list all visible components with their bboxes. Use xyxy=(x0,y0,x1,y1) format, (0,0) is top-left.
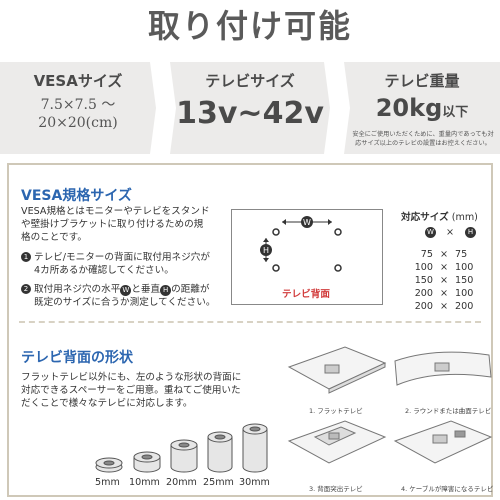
table-row: 100×100 xyxy=(414,262,474,273)
cable-obstacle-tv-image xyxy=(393,420,493,464)
vesa-section-body: VESA規格とはモニターやテレビをスタンド や壁掛けブラケットに取り付けるための… xyxy=(21,205,210,244)
caption-protruding-tv: 3. 背面突出テレビ xyxy=(309,485,363,493)
spacer-label-30mm: 30mm xyxy=(239,477,270,488)
vesa-section-title: VESA規格サイズ xyxy=(21,188,132,204)
protruding-back-tv-image xyxy=(287,420,387,464)
note-2-line1-b: と垂直 xyxy=(131,284,161,295)
spacer-label-10mm: 10mm xyxy=(129,477,160,488)
flat-tv-image xyxy=(287,346,387,394)
size-table-unit: (mm) xyxy=(451,212,478,223)
spacer-25mm xyxy=(207,431,233,473)
size-table: 75×75 100×100 150×150 200×100 200×200 xyxy=(411,249,477,314)
tv-size-value: 13v~42v xyxy=(176,96,324,131)
vesa-label: VESAサイズ xyxy=(33,72,123,90)
tv-back-diagram: W H テレビ背面 xyxy=(231,209,383,305)
section-divider xyxy=(19,321,481,323)
shape-body-line3: だくことで様々なテレビに対応します。 xyxy=(21,398,193,409)
screw-hole-bottom-left xyxy=(272,264,280,272)
note-1-line2: 4カ所あるか確認してください。 xyxy=(34,265,174,276)
table-row: 75×75 xyxy=(420,249,468,260)
note-2-w-mark: W xyxy=(120,285,132,296)
spec-row: VESAサイズ 7.5×7.5 ～ 20×20(cm) テレビサイズ 13v~4… xyxy=(0,62,500,154)
tv-shape-images-svg xyxy=(287,346,493,464)
shape-body-line1: フラットテレビ以外にも、左のような形状の背面に xyxy=(21,372,242,383)
size-table-title: 対応サイズ (mm) xyxy=(401,209,478,223)
page-title: 取り付け可能 xyxy=(147,7,352,45)
h-arrow-top-head xyxy=(263,238,269,242)
shape-body-line2: 対応できるスペーサーをご用意。重ねてご使用いた xyxy=(21,385,241,396)
weight-suffix: 以下 xyxy=(442,105,469,120)
table-head-cross: × xyxy=(446,227,455,238)
spacer-30mm xyxy=(242,423,268,473)
tv-back-label: テレビ背面 xyxy=(282,289,330,300)
table-head-w: W xyxy=(425,227,436,238)
screw-hole-bottom-right xyxy=(334,264,342,272)
curved-tv-image xyxy=(394,351,492,386)
weight-label: テレビ重量 xyxy=(384,72,460,90)
weight-number: 20kg xyxy=(375,94,443,122)
shape-section-title: テレビ背面の形状 xyxy=(21,350,133,366)
weight-note: 安全にご使用いただくために、重量内であっても対応サイズ以上のテレビの設置はお控え… xyxy=(352,131,494,147)
spacer-20mm xyxy=(170,439,198,473)
note-1-number: 1 xyxy=(21,252,31,262)
spacer-10mm xyxy=(133,451,161,473)
spacer-label-25mm: 25mm xyxy=(203,477,234,488)
vesa-value: 7.5×7.5 ～ 20×20(cm) xyxy=(0,96,156,132)
spec-card-tv-size: テレビサイズ 13v~42v xyxy=(170,62,330,154)
vesa-body-line2: や壁掛けブラケットに取り付けるための規 xyxy=(21,219,204,230)
size-table-head: W × H xyxy=(413,227,493,241)
weight-value: 20kg以下 xyxy=(344,94,500,122)
spacer-label-5mm: 5mm xyxy=(95,477,120,488)
size-table-title-text: 対応サイズ xyxy=(401,212,449,223)
vesa-value-line2: 20×20(cm) xyxy=(38,115,118,131)
note-2-line1-c: の距離が xyxy=(171,284,210,295)
caption-flat-tv: 1. フラットテレビ xyxy=(309,407,363,415)
note-2-h-mark: H xyxy=(160,285,172,296)
screw-hole-top-right xyxy=(334,228,342,236)
table-head-h: H xyxy=(465,227,476,238)
table-row: 200×200 xyxy=(414,301,474,312)
tv-back-diagram-svg: W H xyxy=(260,216,342,272)
table-row: 200×100 xyxy=(414,288,474,299)
tv-shape-images: 1. フラットテレビ 2. ラウンドまたは曲面テレビ 3. 背面突出テレビ 4.… xyxy=(285,333,493,495)
h-arrow-letter: H xyxy=(263,246,269,255)
spec-card-weight: テレビ重量 20kg以下 安全にご使用いただくために、重量内であっても対応サイズ… xyxy=(344,62,500,154)
w-arrow-letter: W xyxy=(303,218,311,227)
caption-curved-tv: 2. ラウンドまたは曲面テレビ xyxy=(405,407,492,415)
spec-card-vesa: VESAサイズ 7.5×7.5 ～ 20×20(cm) xyxy=(0,62,156,154)
note-1-line1: テレビ/モニターの背面に取付用ネジ穴が xyxy=(34,252,210,263)
w-arrow-badge xyxy=(301,216,313,228)
shape-section-body: フラットテレビ以外にも、左のような形状の背面に 対応できるスペーサーをご用意。重… xyxy=(21,371,241,410)
screw-hole-top-left xyxy=(272,228,280,236)
h-arrow-badge xyxy=(260,244,272,256)
vesa-body-line1: VESA規格とはモニターやテレビをスタンド xyxy=(21,206,210,217)
tv-size-label: テレビサイズ xyxy=(205,72,295,90)
w-arrow-left-head xyxy=(282,219,286,225)
main-box: VESA規格サイズ VESA規格とはモニターやテレビをスタンド や壁掛けブラケッ… xyxy=(7,163,493,497)
w-arrow-right-head xyxy=(328,219,332,225)
spacer-5mm xyxy=(95,457,123,473)
spacer-illustration xyxy=(95,423,268,473)
spacer-label-20mm: 20mm xyxy=(166,477,197,488)
caption-cable-tv: 4. ケーブルが障害になるテレビ xyxy=(401,485,494,493)
note-2-line2: 既定のサイズに合うか測定してください。 xyxy=(34,297,216,308)
note-2-line1-a: 取付用ネジ穴の水平 xyxy=(34,284,121,295)
h-arrow-bottom-head xyxy=(263,258,269,262)
note-2-number: 2 xyxy=(21,284,31,294)
vesa-value-line1: 7.5×7.5 ～ xyxy=(40,97,116,113)
table-row: 150×150 xyxy=(414,275,474,286)
vesa-body-line3: 格のことです。 xyxy=(21,232,87,243)
